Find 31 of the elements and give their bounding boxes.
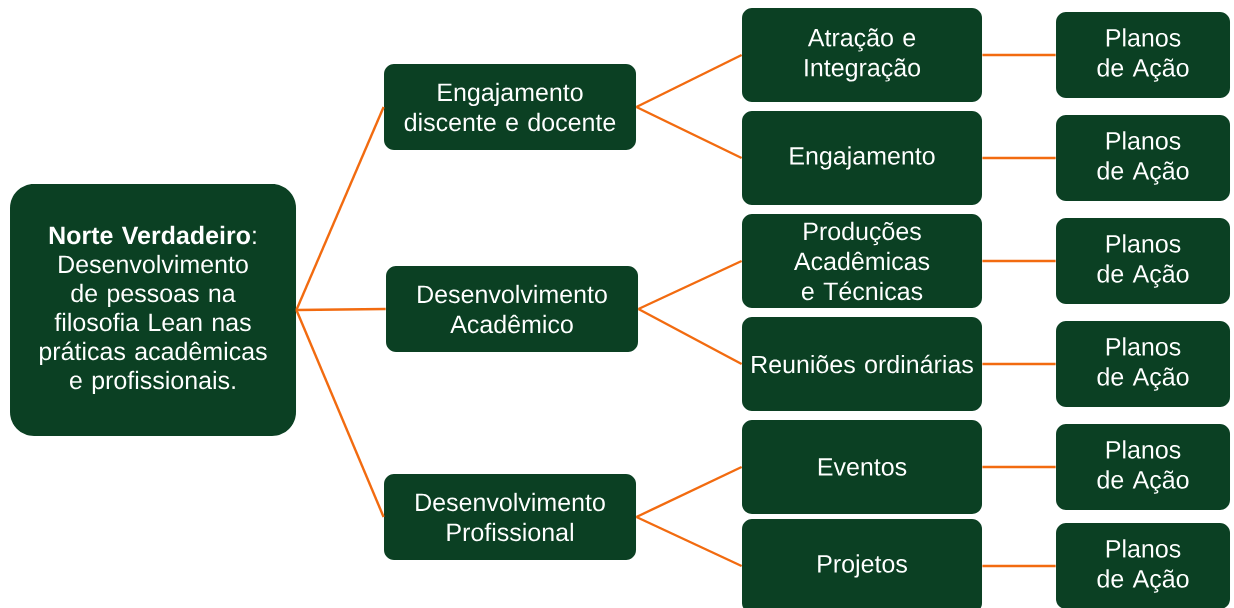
connector-line	[635, 105, 743, 160]
connector-line	[296, 307, 386, 312]
connector-line	[635, 515, 743, 568]
process-box: Atração e Integração	[742, 8, 982, 102]
process-box: Planos de Ação	[1056, 523, 1230, 608]
connector-line	[295, 309, 385, 518]
process-box: Planos de Ação	[1056, 12, 1230, 98]
process-box: Planos de Ação	[1056, 115, 1230, 201]
connector-line	[982, 259, 1056, 263]
process-box: Planos de Ação	[1056, 218, 1230, 304]
process-box: Reuniões ordinárias	[742, 317, 982, 411]
process-box: Projetos	[742, 519, 982, 608]
connector-line	[982, 53, 1056, 57]
connector-line	[635, 53, 743, 109]
process-box: Engajamento discente e docente	[384, 64, 636, 150]
process-box: Desenvolvimento Profissional	[384, 474, 636, 560]
process-box: Produções Acadêmicas e Técnicas	[742, 214, 982, 308]
goal-box: Norte Verdadeiro: Desenvolvimento de pessoas na filosofia Lean nas práticas acadêmicas e profissionais.	[10, 184, 296, 436]
process-box: Planos de Ação	[1056, 321, 1230, 407]
process-box: Engajamento	[742, 111, 982, 205]
connector-line	[295, 106, 385, 311]
connector-line	[982, 156, 1056, 160]
connector-line	[637, 307, 743, 366]
connector-line	[982, 362, 1056, 366]
connector-line	[637, 259, 743, 311]
connector-line	[982, 564, 1056, 568]
connector-line	[982, 465, 1056, 469]
process-box: Eventos	[742, 420, 982, 514]
process-box: Planos de Ação	[1056, 424, 1230, 510]
process-box: Desenvolvimento Acadêmico	[386, 266, 638, 352]
connector-line	[635, 465, 743, 519]
